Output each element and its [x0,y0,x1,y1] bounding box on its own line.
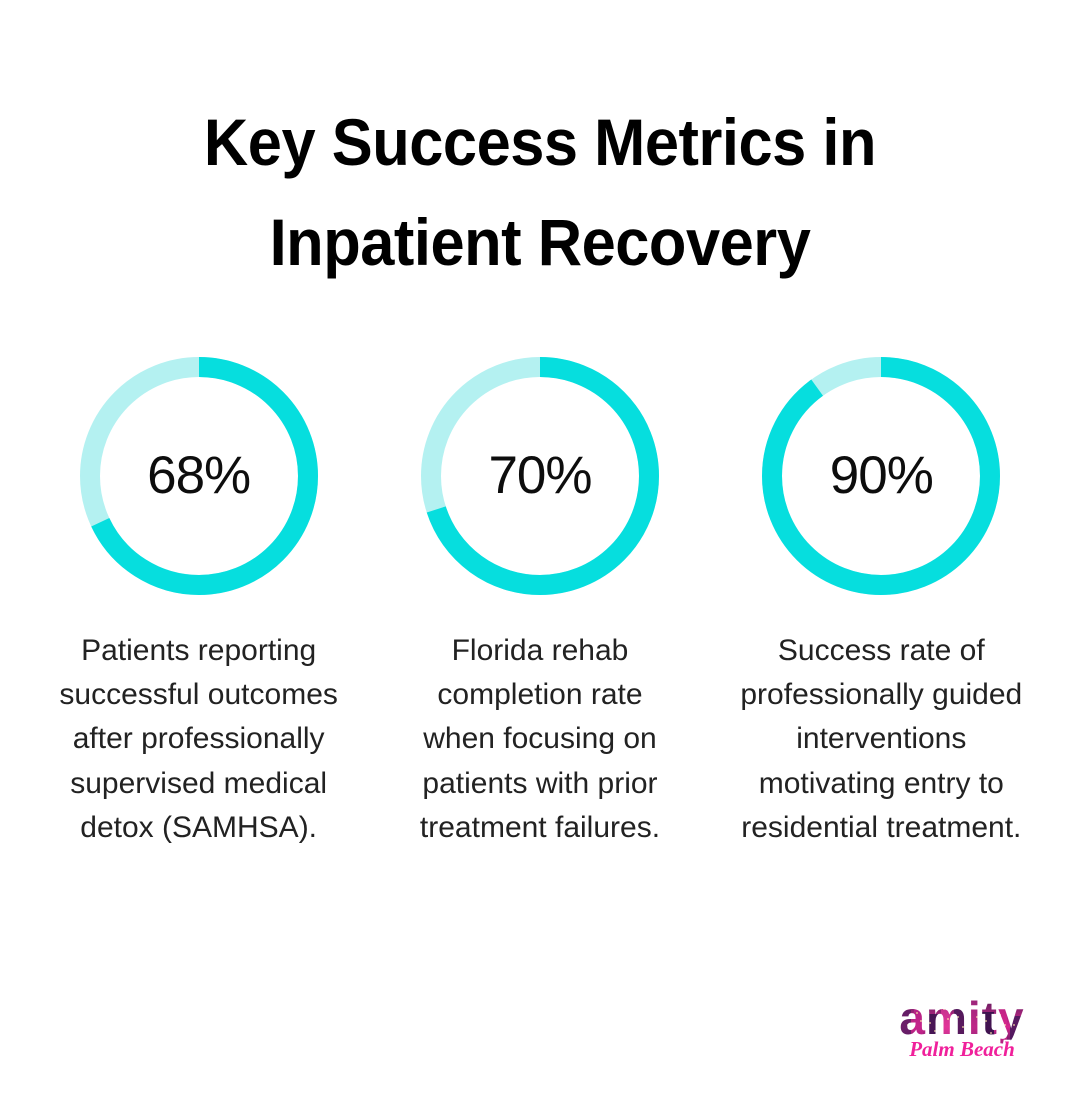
donut-chart-3: 90% [762,356,1001,595]
metric-card-2: 70% Florida rehab completion rate when f… [369,356,710,851]
metric-caption-2: Florida rehab completion rate when focus… [419,633,661,845]
metrics-row: 68% Patients reporting successful outcom… [0,356,1080,851]
donut-value-2: 70% [488,446,592,506]
page-title: Key Success Metrics in Inpatient Recover… [203,105,877,280]
donut-svg-3 [762,356,1001,595]
donut-chart-2: 70% [420,356,659,595]
donut-value-3: 90% [829,446,934,506]
metric-caption-3: Success rate of professionally guided in… [740,633,1023,845]
donut-arc-1 [79,356,318,595]
donut-value-1: 68% [147,446,251,506]
metric-caption-1: Patients reporting successful outcomes a… [59,633,338,845]
brand-logo-svg: amity Palm Beach [897,990,1026,1063]
title-block: Key Success Metrics in Inpatient Recover… [0,0,1080,293]
metric-card-1: 68% Patients reporting successful outcom… [28,356,369,851]
donut-arc-2 [420,356,659,595]
brand-logo[interactable]: amity Palm Beach [896,988,1028,1072]
logo-tagline-icon: Palm Beach [907,1035,1017,1062]
logo-wordmark-icon: amity [897,990,1026,1047]
svg-text:amity: amity [899,992,1024,1044]
svg-text:Palm Beach: Palm Beach [908,1037,1015,1061]
donut-svg-1 [79,356,318,595]
metric-card-3: 90% Success rate of professionally guide… [711,356,1052,851]
donut-arc-3 [762,356,1001,595]
donut-svg-2 [420,356,659,595]
donut-chart-1: 68% [79,356,318,595]
